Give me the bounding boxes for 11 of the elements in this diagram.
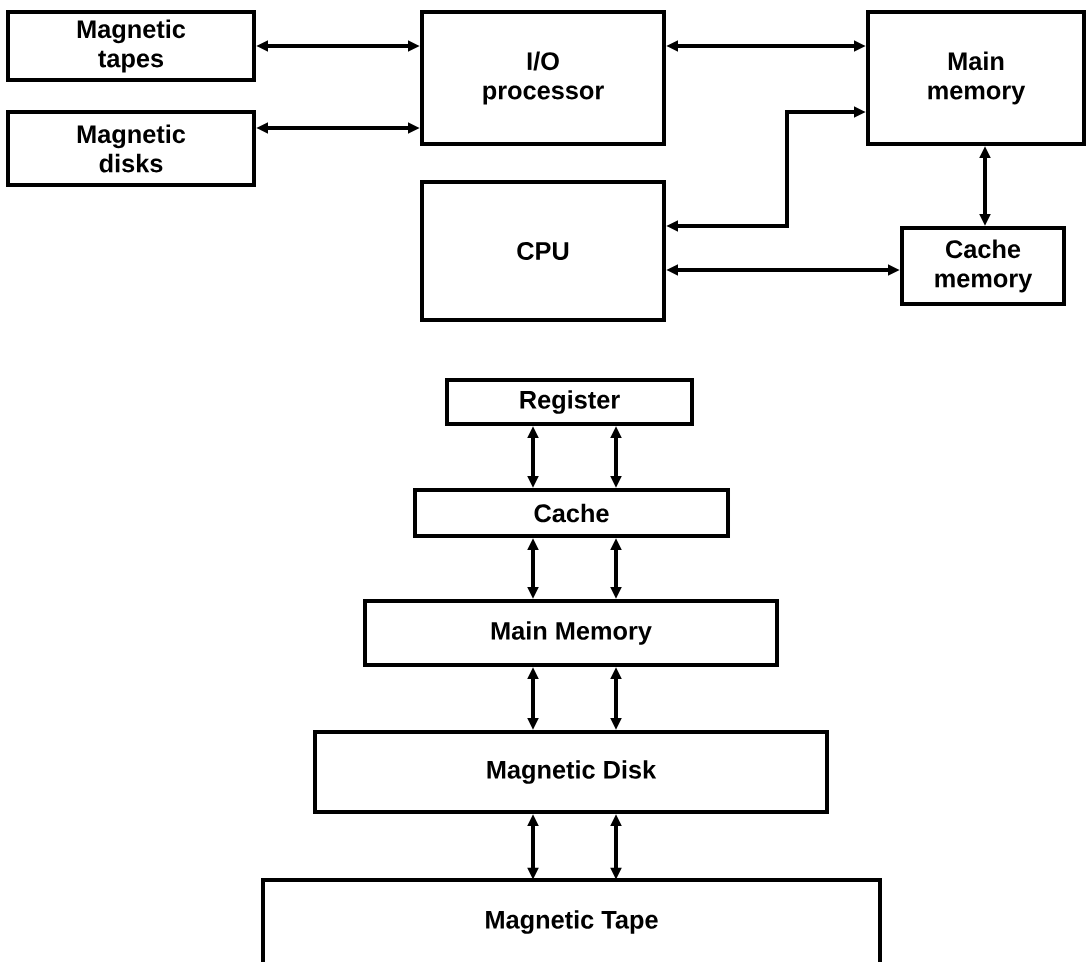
process-box: Magnetic Disk (313, 730, 829, 814)
process-box: Cache (413, 488, 730, 538)
process-box: Register (445, 378, 694, 426)
process-box: Main memory (866, 10, 1086, 146)
storage-box: Magnetic Tape (261, 878, 882, 962)
process-box: Magnetic disks (6, 110, 256, 187)
process-box: Magnetic tapes (6, 10, 256, 82)
process-box: I/O processor (420, 10, 666, 146)
process-box: CPU (420, 180, 666, 322)
process-box: Main Memory (363, 599, 779, 667)
process-box: Cache memory (900, 226, 1066, 306)
